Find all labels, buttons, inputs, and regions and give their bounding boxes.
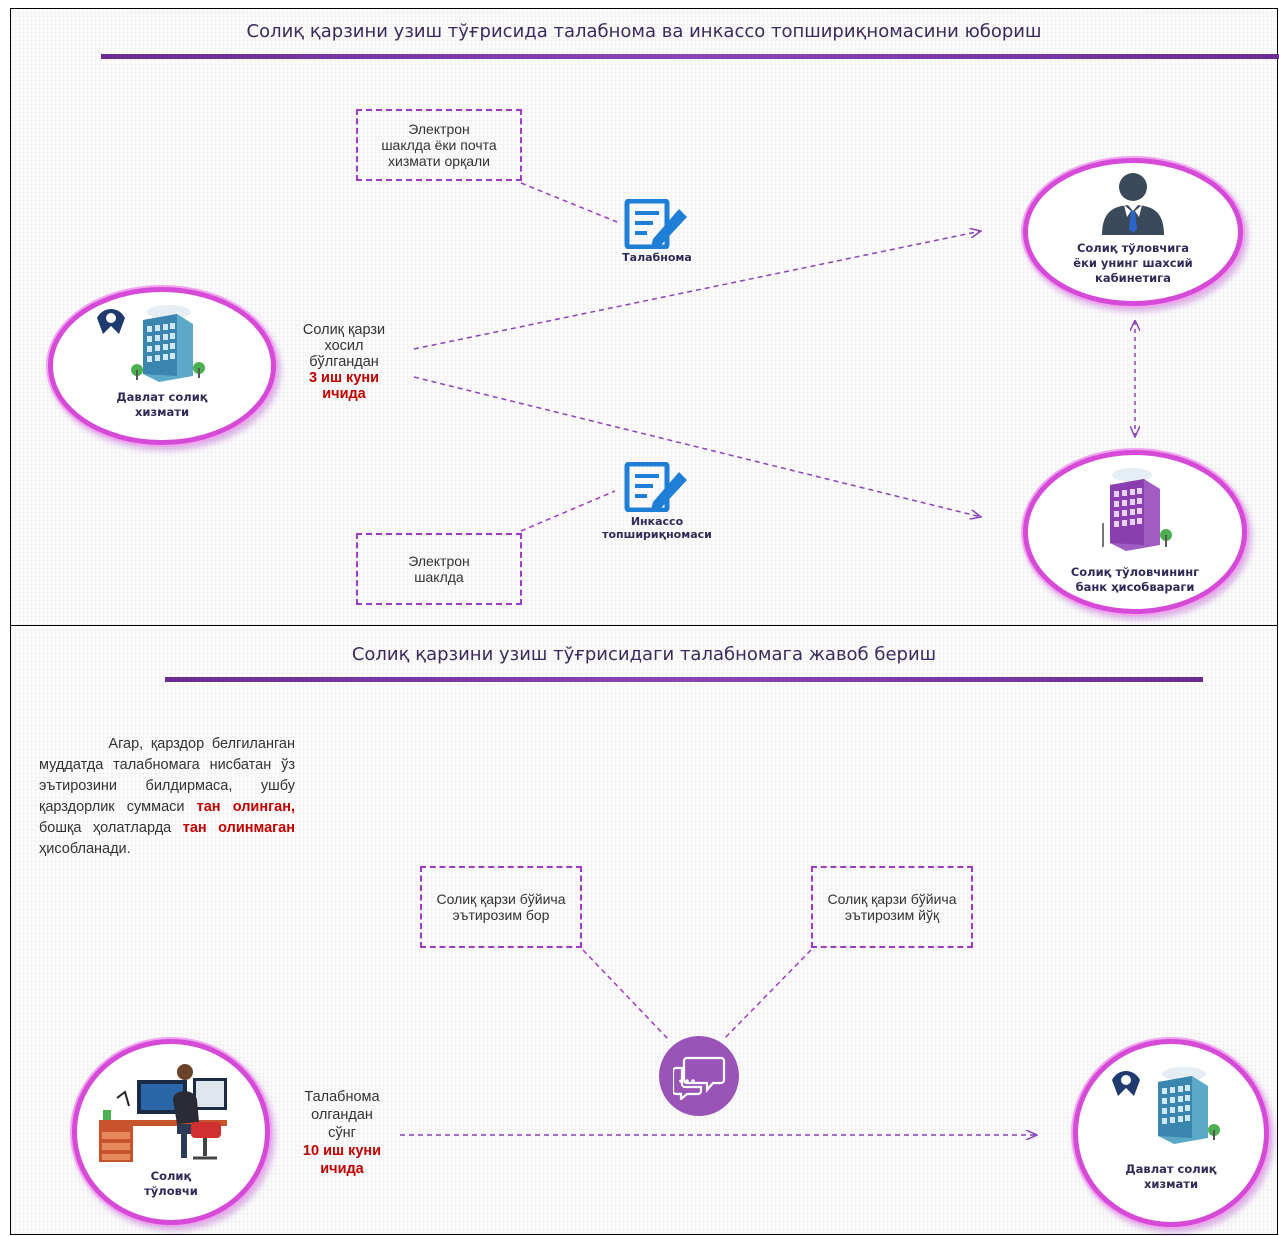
taxpayer-label-line2: тўловчи: [144, 1184, 198, 1198]
document-pen-icon-inkasso: [624, 462, 687, 512]
explanation-part2: бошқа ҳолатларда: [39, 820, 183, 836]
delivery-method-line1: Электрон: [408, 121, 470, 137]
inkasso-label-line1: Инкассо: [630, 515, 684, 528]
explanation-part3: ҳисобланади.: [39, 841, 131, 857]
tax-service2-label-line1: Давлат солиқ: [1125, 1162, 1217, 1176]
tax-service2-label-line2: хизмати: [1143, 1177, 1199, 1191]
cabinet-label-line1: Солиқ тўловчига: [1076, 241, 1190, 255]
person-at-computer-icon: [99, 1064, 227, 1162]
tax-service-node-2: Давлат солиқ хизмати: [1078, 1044, 1264, 1222]
response-deadline: 10 иш куни: [302, 1143, 382, 1159]
section1-connectors: [413, 182, 1279, 532]
response-condition-line2: олгандан: [311, 1107, 373, 1123]
objection-yes-box: Солиқ қарзи бўйича эътирозим бор: [420, 866, 582, 948]
response-deadline-suffix: ичида: [320, 1161, 364, 1177]
arrow-to-bank: [413, 376, 981, 517]
explanation-not-recognized: тан олинмаган: [182, 820, 296, 836]
section2-title-rule: [165, 677, 1203, 682]
taxpayer-node: Солиқ тўловчи: [77, 1044, 265, 1220]
taxpayer-label-line1: Солиқ: [150, 1169, 192, 1183]
objection-yes-line2: эътирозим бор: [452, 907, 550, 923]
electronic-form-box: Электрон шаклда: [356, 533, 522, 605]
delivery-method-line2: шаклда ёки почта: [381, 137, 497, 153]
condition-line1: Солиқ қарзи: [302, 322, 386, 338]
objection-no-line1: Солиқ қарзи бўйича: [827, 891, 957, 907]
chat-bubbles-icon: [659, 1036, 739, 1116]
link-top-box: [520, 182, 618, 223]
condition-deadline: 3 иш куни: [308, 370, 380, 386]
tax-service-label-line1: Давлат солиқ: [116, 390, 208, 404]
arrow-to-cabinet: [413, 231, 981, 350]
section-demand-sending: Солиқ қарзини узиш тўғрисида талабнома в…: [10, 8, 1279, 625]
section1-title-rule: [101, 54, 1279, 59]
inkasso-label: Инкассо топшириқномаси: [591, 515, 723, 541]
condition-deadline-suffix: ичида: [322, 386, 366, 402]
link-objection-yes: [582, 949, 670, 1041]
objection-yes-line1: Солиқ қарзи бўйича: [436, 891, 566, 907]
objection-no-box: Солиқ қарзи бўйича эътирозим йўқ: [811, 866, 973, 948]
section-demand-response: Солиқ қарзини узиш тўғрисидаги талабнома…: [10, 625, 1278, 1235]
objection-no-line2: эътирозим йўқ: [844, 907, 940, 923]
explanation-part1: Агар, қарздор белгиланган муддатда талаб…: [39, 736, 296, 815]
taxpayer-bank-node: Солиқ тўловчининг банк ҳисобвараги: [1028, 455, 1242, 609]
delivery-method-box: Электрон шаклда ёки почта хизмати орқали: [356, 109, 522, 181]
bank-label-line1: Солиқ тўловчининг: [1070, 565, 1200, 579]
demand-label: Талабнома: [622, 251, 692, 264]
electronic-form-line1: Электрон: [408, 553, 470, 569]
document-pen-icon: [624, 199, 687, 249]
link-bottom-box: [520, 490, 616, 532]
section2-connectors: [400, 949, 1279, 1236]
cabinet-label-line3: кабинетига: [1095, 271, 1171, 285]
tax-service-label-line2: хизмати: [134, 405, 190, 419]
tax-emblem-building-icon-2: [1112, 1067, 1220, 1144]
bank-building-icon: [1102, 468, 1172, 551]
taxpayer-cabinet-node: Солиқ тўловчига ёки унинг шахсий кабинет…: [1028, 163, 1238, 301]
tax-service-node: Давлат солиқ хизмати: [53, 292, 271, 440]
electronic-form-line2: шаклда: [414, 569, 464, 585]
section2-title: Солиқ қарзини узиш тўғрисидаги талабнома…: [351, 644, 937, 665]
bank-label-line2: банк ҳисобвараги: [1075, 580, 1195, 594]
response-condition-line1: Талабнома: [304, 1089, 380, 1105]
section1-title: Солиқ қарзини узиш тўғрисида талабнома в…: [246, 21, 1042, 42]
link-objection-no: [722, 949, 812, 1041]
cabinet-label-line2: ёки унинг шахсий: [1073, 256, 1193, 270]
condition-text: Солиқ қарзи хосил бўлгандан 3 иш куни ич…: [269, 322, 419, 402]
explanation-paragraph: Агар, қарздор белгиланган муддатда талаб…: [39, 734, 295, 860]
explanation-recognized: тан олинган,: [196, 799, 295, 815]
tax-emblem-building-icon: [97, 305, 205, 382]
response-deadline-text: Талабнома олгандан сўнг 10 иш куни ичида: [289, 1088, 395, 1178]
person-icon: [1102, 173, 1164, 235]
response-condition-line3: сўнг: [328, 1125, 356, 1141]
delivery-method-line3: хизмати орқали: [388, 153, 490, 169]
condition-line2: хосил: [324, 338, 364, 354]
inkasso-label-line2: топшириқномаси: [602, 528, 712, 541]
condition-line3: бўлгандан: [309, 354, 379, 370]
